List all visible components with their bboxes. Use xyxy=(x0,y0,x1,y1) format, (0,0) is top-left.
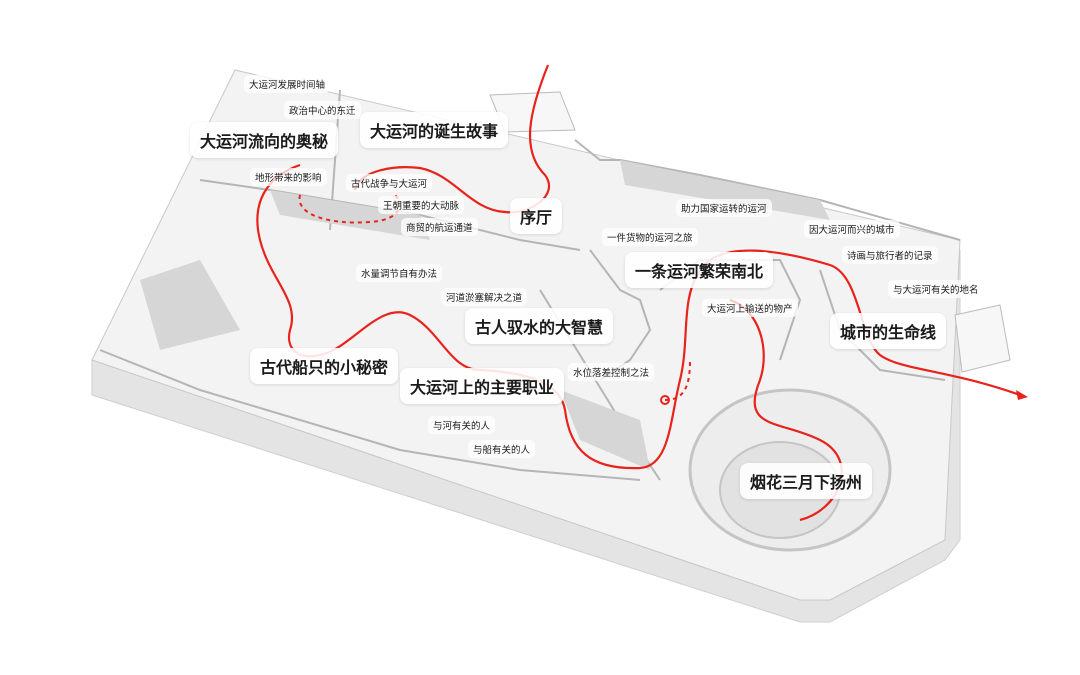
route-marker xyxy=(660,395,670,405)
zone-label-lobby: 序厅 xyxy=(510,198,563,234)
exit-box xyxy=(954,304,1011,373)
exhibit-label: 助力国家运转的运河 xyxy=(676,199,772,217)
wall-shadows xyxy=(140,160,830,470)
exhibit-label: 地形带来的影响 xyxy=(250,168,327,186)
exhibit-label: 诗画与旅行者的记录 xyxy=(842,246,938,264)
exhibit-label: 与船有关的人 xyxy=(468,440,536,458)
exhibit-label: 与大运河有关的地名 xyxy=(888,280,984,298)
exhibit-label: 商贸的航运通道 xyxy=(401,218,478,236)
exhibit-label: 王朝重要的大动脉 xyxy=(378,196,465,214)
zone-label-ships: 古代船只的小秘密 xyxy=(250,348,399,384)
exit-arrow-icon xyxy=(1016,390,1028,400)
exhibit-label: 与河有关的人 xyxy=(428,416,496,434)
zone-label-flow: 大运河流向的奥秘 xyxy=(190,122,339,158)
zone-label-prosper: 一条运河繁荣南北 xyxy=(625,252,774,288)
exhibit-label: 因大运河而兴的城市 xyxy=(804,220,900,238)
exhibit-label: 古代战争与大运河 xyxy=(346,174,433,192)
exhibit-label: 大运河发展时间轴 xyxy=(244,75,331,93)
exhibit-label: 一件货物的运河之旅 xyxy=(602,228,698,246)
exhibit-label: 大运河上输送的物产 xyxy=(702,299,798,317)
exhibit-label: 河道淤塞解决之道 xyxy=(441,288,528,306)
exhibit-label: 政治中心的东迁 xyxy=(284,101,361,119)
exhibit-label: 水位落差控制之法 xyxy=(568,363,655,381)
zone-label-jobs: 大运河上的主要职业 xyxy=(400,368,565,404)
zone-label-city: 城市的生命线 xyxy=(830,313,947,349)
zone-label-yangzhou: 烟花三月下扬州 xyxy=(740,463,873,499)
exhibit-label: 水量调节自有办法 xyxy=(356,264,443,282)
zone-label-birth: 大运河的诞生故事 xyxy=(360,112,509,148)
zone-label-wisdom: 古人驭水的大智慧 xyxy=(465,308,614,344)
